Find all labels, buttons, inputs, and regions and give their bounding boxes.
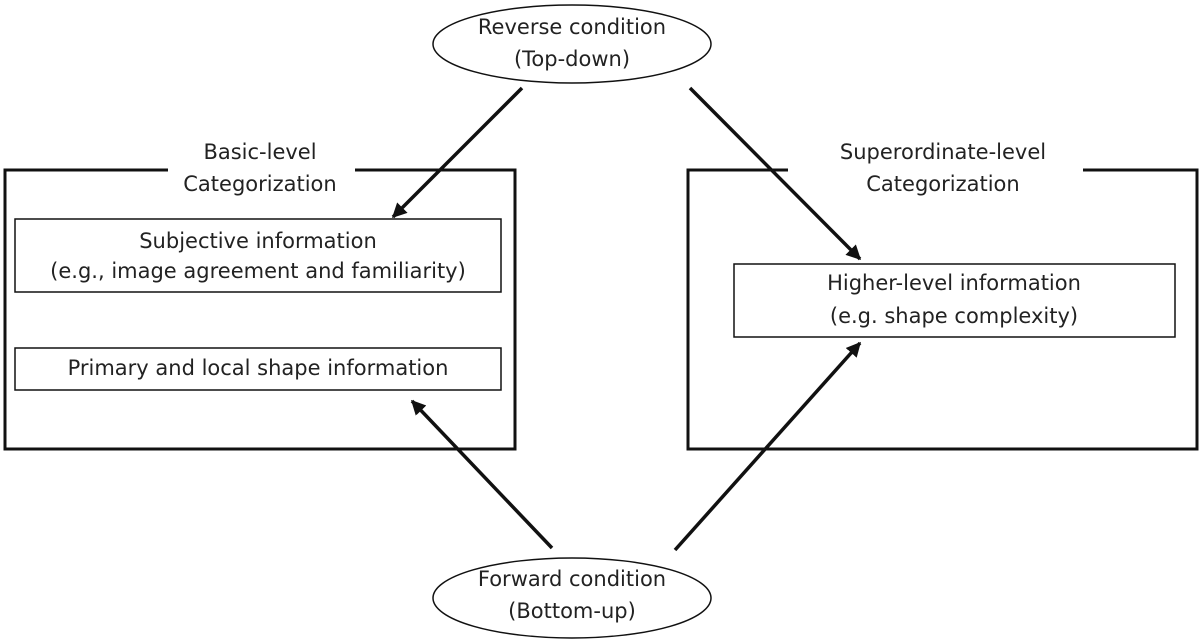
primary-shape-information-box	[14, 347, 502, 391]
primary-shape-information-label: Primary and local shape information	[68, 356, 449, 380]
forward-condition-line2: (Bottom-up)	[508, 599, 636, 623]
forward-condition-line1: Forward condition	[478, 567, 666, 591]
basic-level-frame	[3, 168, 517, 451]
subjective-information-box	[14, 218, 502, 293]
higher-level-information-box	[733, 263, 1176, 338]
superordinate-level-frame	[686, 168, 1199, 451]
superordinate-level-title-line1: Superordinate-level	[840, 140, 1046, 164]
reverse-condition-ellipse	[432, 4, 712, 84]
arrow-forward-to-primary-shape	[410, 399, 554, 550]
reverse-condition-line1: Reverse condition	[478, 15, 666, 39]
arrow-forward-to-higher-level	[673, 341, 862, 552]
superordinate-level-title-line2: Categorization	[866, 172, 1019, 196]
basic-level-title-line1: Basic-level	[203, 140, 316, 164]
arrow-reverse-to-higher-level	[688, 86, 862, 261]
arrow-reverse-to-subjective	[391, 86, 524, 219]
forward-condition-ellipse	[432, 557, 712, 639]
higher-level-information-line2: (e.g. shape complexity)	[830, 304, 1078, 328]
subjective-information-line2: (e.g., image agreement and familiarity)	[50, 259, 466, 283]
subjective-information-line1: Subjective information	[139, 229, 377, 253]
higher-level-information-line1: Higher-level information	[827, 271, 1081, 295]
basic-level-title-line2: Categorization	[183, 172, 336, 196]
reverse-condition-line2: (Top-down)	[514, 47, 630, 71]
